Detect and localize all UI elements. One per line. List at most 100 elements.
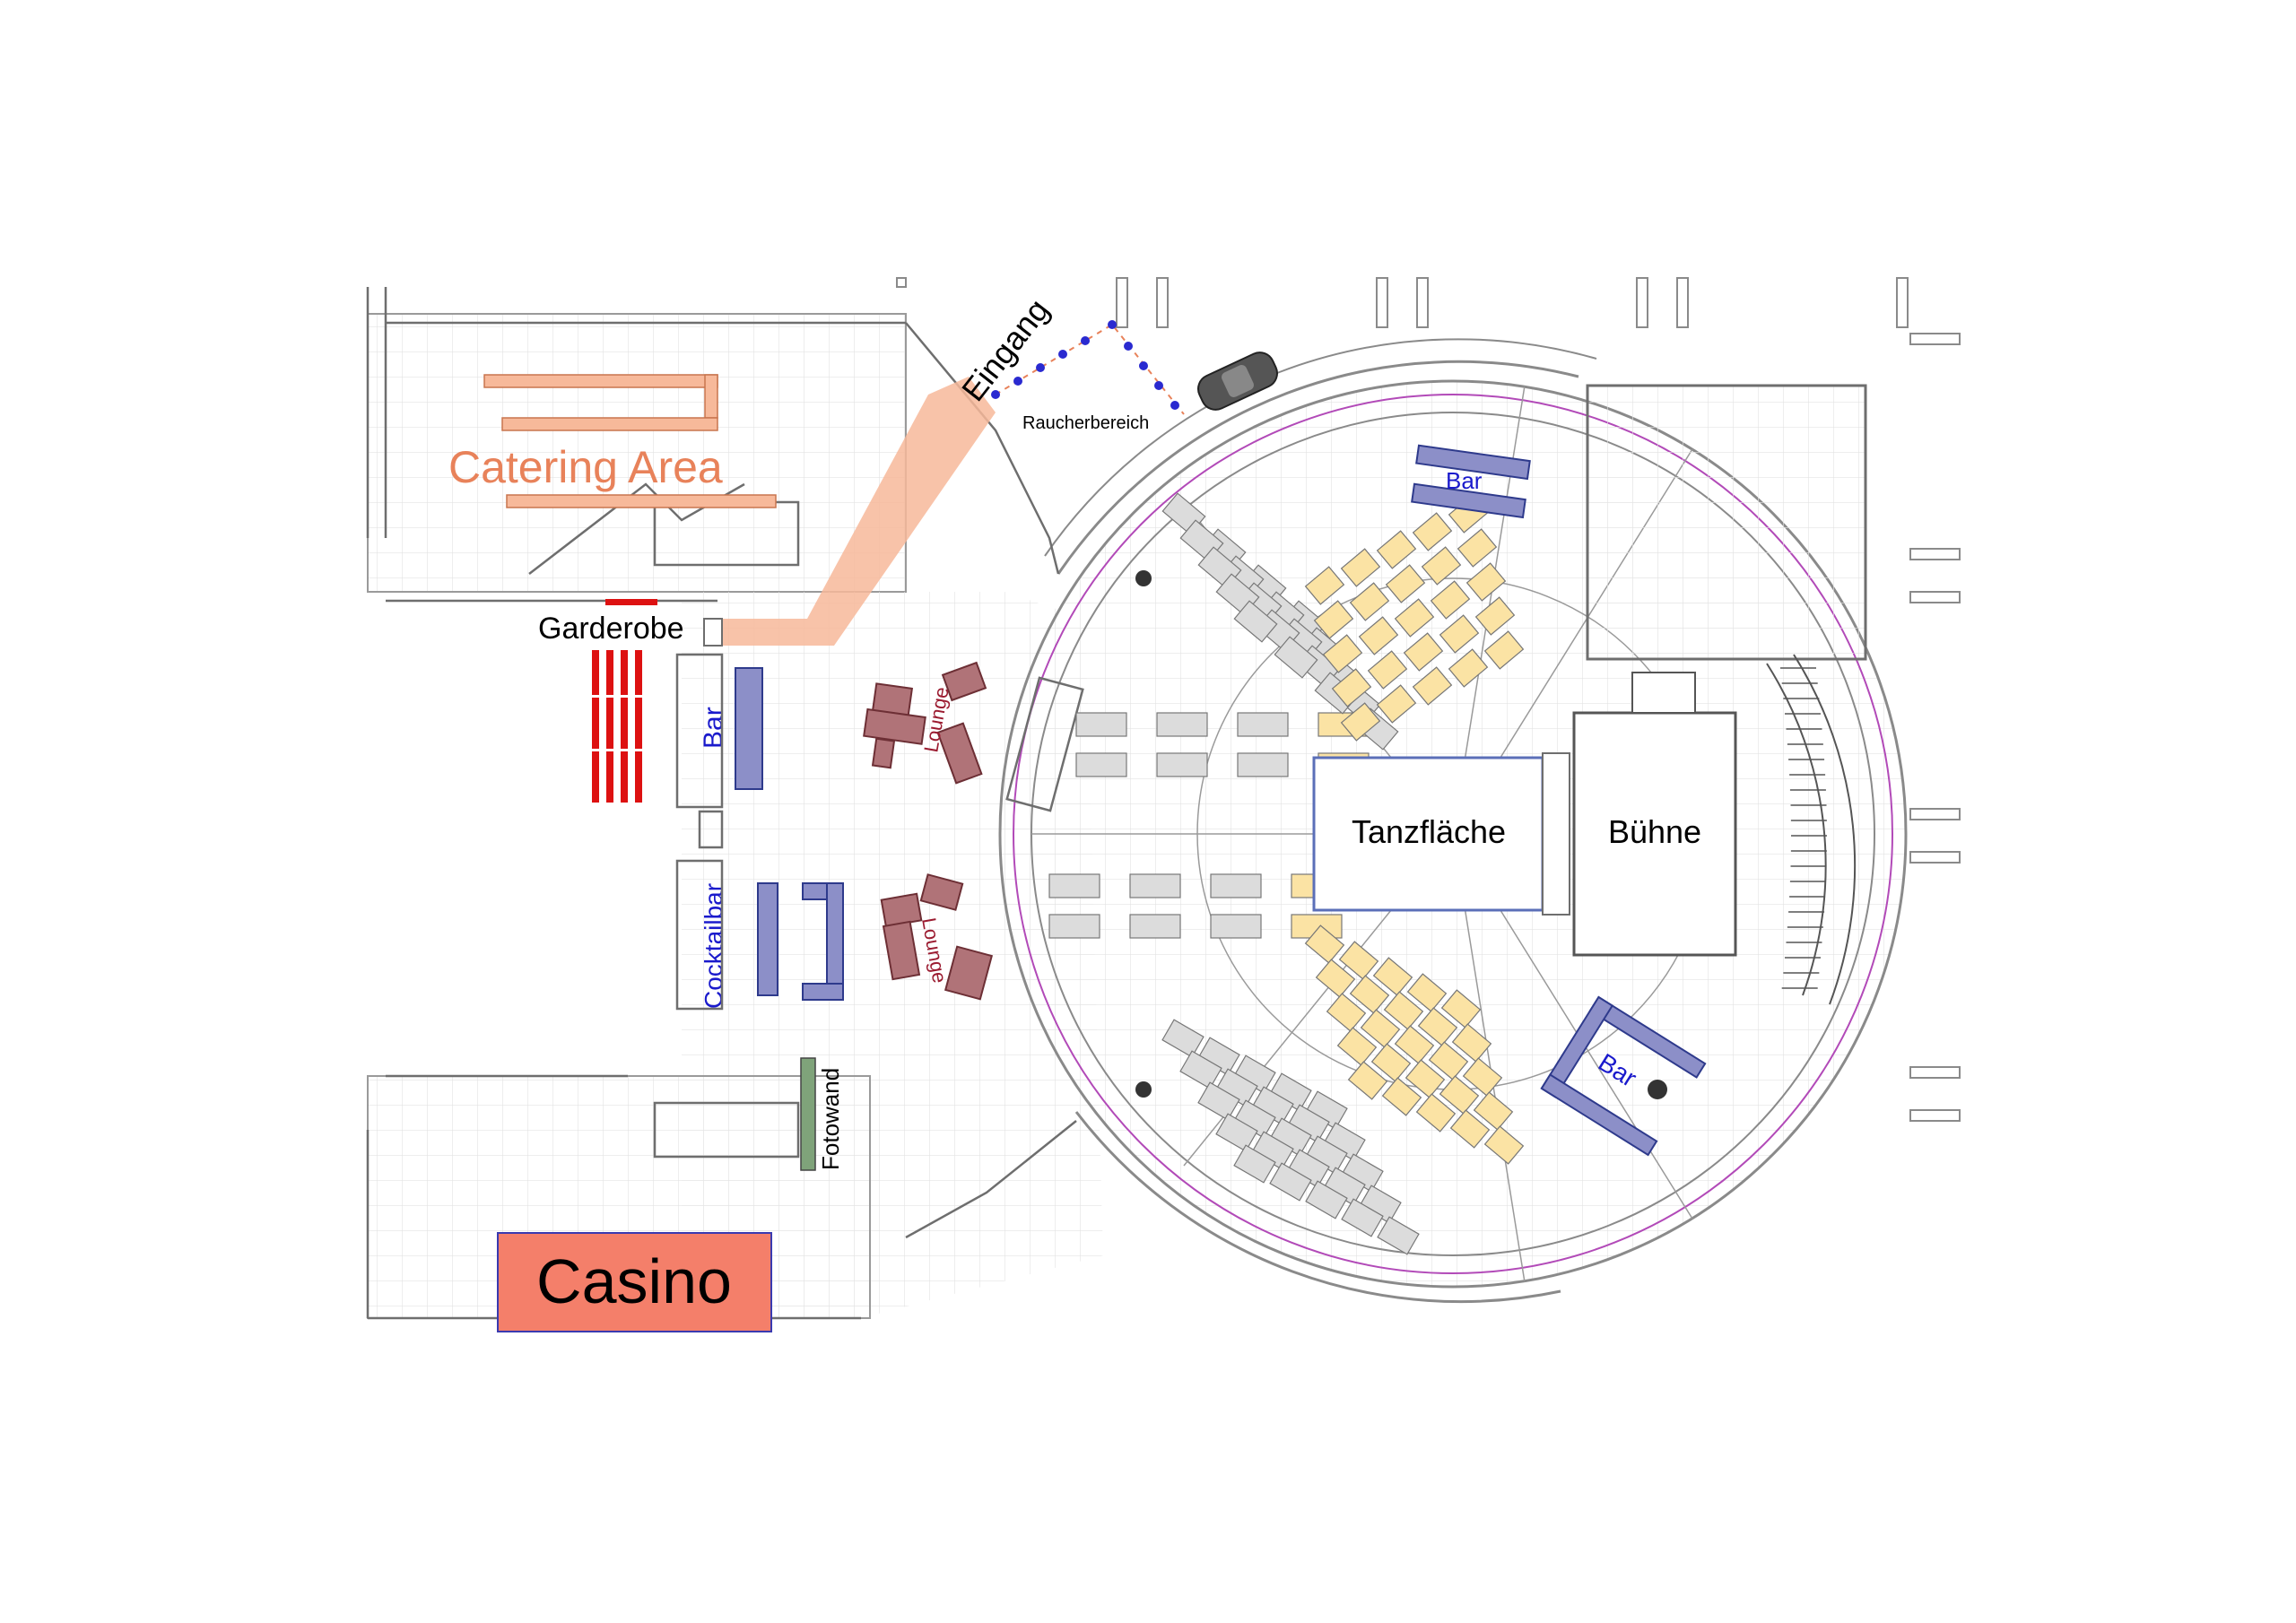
table	[1075, 752, 1127, 777]
table	[1197, 1081, 1240, 1121]
table	[1412, 512, 1453, 551]
table	[1360, 1009, 1401, 1048]
table	[1075, 712, 1127, 737]
table	[1340, 548, 1381, 587]
table	[1304, 566, 1345, 605]
photo-wall	[800, 1057, 816, 1171]
bar-top	[1411, 444, 1531, 519]
table	[1372, 957, 1413, 996]
table	[1483, 630, 1525, 670]
table	[1405, 1059, 1446, 1098]
table	[1449, 1109, 1491, 1149]
table	[1376, 530, 1417, 569]
table	[1341, 1198, 1384, 1237]
table	[1269, 1162, 1312, 1202]
table	[1048, 914, 1100, 939]
table	[1367, 650, 1408, 690]
catering-area-label: Catering Area	[448, 442, 723, 492]
table	[1237, 752, 1289, 777]
table	[1412, 666, 1453, 706]
lounge-bottom	[880, 873, 994, 1001]
table	[1430, 580, 1471, 620]
table	[1161, 1019, 1205, 1058]
table	[1465, 562, 1507, 602]
stage-annex	[1631, 672, 1696, 714]
entrance-label: Eingang	[954, 292, 1057, 408]
table	[1421, 546, 1462, 586]
cloakroom-racks	[587, 599, 657, 803]
table	[1358, 616, 1399, 655]
table	[1439, 614, 1480, 654]
table	[1440, 989, 1482, 1028]
table	[1473, 1091, 1514, 1131]
table	[1210, 873, 1262, 898]
table	[1417, 1007, 1458, 1046]
smoking-area-border	[991, 320, 1185, 415]
table	[1448, 648, 1489, 688]
table	[1376, 684, 1417, 724]
table	[1048, 873, 1100, 898]
lounge-top	[863, 661, 987, 785]
cloakroom-counter	[703, 618, 723, 647]
table	[1215, 1113, 1258, 1152]
bar-left	[735, 667, 763, 790]
table	[1129, 873, 1181, 898]
table	[1377, 1216, 1420, 1255]
entrance-path	[718, 377, 996, 646]
table	[1451, 1023, 1492, 1063]
casino-area	[497, 1232, 772, 1332]
table	[1474, 596, 1516, 636]
table	[1313, 600, 1354, 639]
table	[1331, 668, 1372, 707]
table	[1156, 712, 1208, 737]
cocktailbar	[757, 882, 844, 1001]
table	[1340, 702, 1381, 742]
table	[1385, 564, 1426, 603]
foyer-walls	[675, 653, 724, 1011]
photo-wall-label: Fotowand	[817, 1068, 844, 1170]
table	[1179, 1050, 1222, 1089]
table	[1483, 1125, 1525, 1165]
table	[1336, 1027, 1378, 1066]
stage	[1572, 711, 1737, 957]
table	[1439, 1075, 1480, 1115]
table	[1383, 991, 1424, 1030]
smoking-area-label: Raucherbereich	[1022, 413, 1149, 433]
table	[1381, 1077, 1422, 1116]
table	[1394, 598, 1435, 638]
table	[1403, 632, 1444, 672]
stage-label: Bühne	[1608, 813, 1701, 850]
table	[1129, 914, 1181, 939]
stage-steps	[1542, 752, 1570, 916]
table	[1349, 975, 1390, 1014]
table	[1338, 941, 1379, 980]
table	[1370, 1043, 1412, 1082]
table	[1406, 973, 1448, 1012]
stair-steps	[1780, 667, 1827, 989]
columns	[1135, 570, 1667, 1099]
table	[1315, 959, 1356, 998]
table	[1305, 1180, 1348, 1219]
table	[1233, 1144, 1276, 1184]
table	[1394, 1025, 1435, 1064]
table	[1237, 712, 1289, 737]
table	[1415, 1093, 1457, 1133]
bar-left-label: Bar	[699, 707, 728, 749]
bar-right	[1540, 995, 1707, 1157]
table	[1347, 1061, 1388, 1100]
table	[1462, 1057, 1503, 1097]
car-icon	[1197, 352, 1278, 411]
catering-counters	[483, 374, 777, 508]
table	[1210, 914, 1262, 939]
table	[1428, 1041, 1469, 1081]
table	[1322, 634, 1363, 673]
table	[1349, 582, 1390, 621]
table	[1156, 752, 1208, 777]
table	[1233, 600, 1278, 643]
cloakroom-label: Garderobe	[538, 612, 684, 646]
table	[1326, 993, 1367, 1032]
table	[1274, 636, 1318, 679]
casino-label: Casino	[536, 1246, 732, 1316]
table	[1457, 528, 1498, 568]
